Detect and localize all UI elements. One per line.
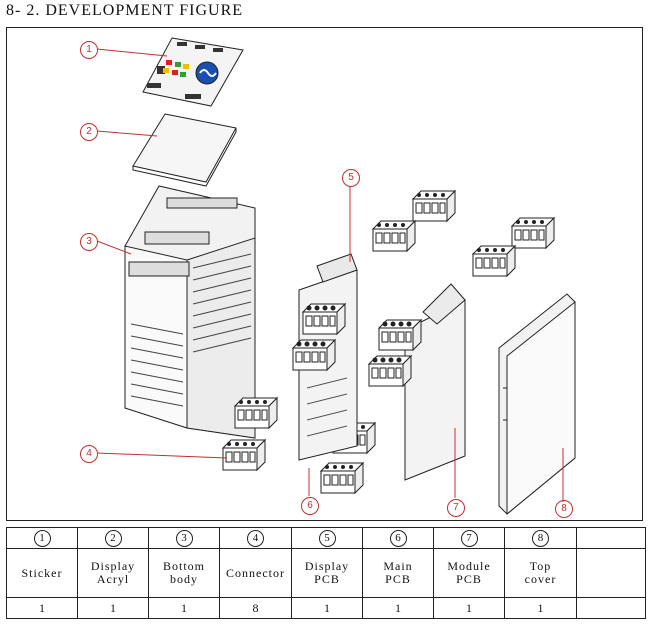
part-number-cell: 5 — [291, 527, 363, 549]
exploded-view-drawing — [96, 37, 576, 516]
part-number-row: 1 2 3 4 5 6 7 8 — [6, 527, 646, 549]
empty-cell — [576, 527, 646, 549]
callout-4: 4 — [80, 445, 98, 463]
part-number-cell: 2 — [77, 527, 149, 549]
part-number-cell: 8 — [504, 527, 577, 549]
callout-7: 7 — [447, 499, 465, 517]
part-number-cell: 6 — [362, 527, 434, 549]
sticker-part — [142, 37, 244, 107]
callout-1: 1 — [80, 41, 98, 59]
part-quantity-cell: 1 — [6, 597, 78, 619]
empty-cell — [576, 597, 646, 619]
part-quantity-cell: 1 — [77, 597, 149, 619]
part-number-cell: 3 — [148, 527, 220, 549]
bottom-body-part — [124, 185, 256, 439]
part-quantity-row: 1 1 1 8 1 1 1 1 — [6, 597, 646, 619]
callout-2: 2 — [80, 123, 98, 141]
part-name-cell: Connector — [219, 548, 292, 598]
callout-3: 3 — [80, 233, 98, 251]
top-cover-part — [498, 293, 576, 516]
callout-5: 5 — [342, 169, 360, 187]
page-title: 8- 2. DEVELOPMENT FIGURE — [6, 2, 244, 19]
part-quantity-cell: 8 — [219, 597, 292, 619]
part-number-cell: 4 — [219, 527, 292, 549]
exploded-view-frame: 1 2 3 4 5 6 7 8 — [6, 27, 643, 521]
display-acryl-part — [132, 113, 237, 187]
part-name-cell: Sticker — [6, 548, 78, 598]
callout-8: 8 — [555, 500, 573, 518]
part-quantity-cell: 1 — [291, 597, 363, 619]
part-number-cell: 1 — [6, 527, 78, 549]
display-and-main-pcb-part — [292, 253, 358, 461]
part-quantity-cell: 1 — [148, 597, 220, 619]
empty-cell — [576, 548, 646, 598]
part-quantity-cell: 1 — [433, 597, 505, 619]
module-pcb-part — [368, 283, 466, 481]
part-number-cell: 7 — [433, 527, 505, 549]
callout-6: 6 — [301, 497, 319, 515]
part-quantity-cell: 1 — [504, 597, 577, 619]
part-quantity-cell: 1 — [362, 597, 434, 619]
